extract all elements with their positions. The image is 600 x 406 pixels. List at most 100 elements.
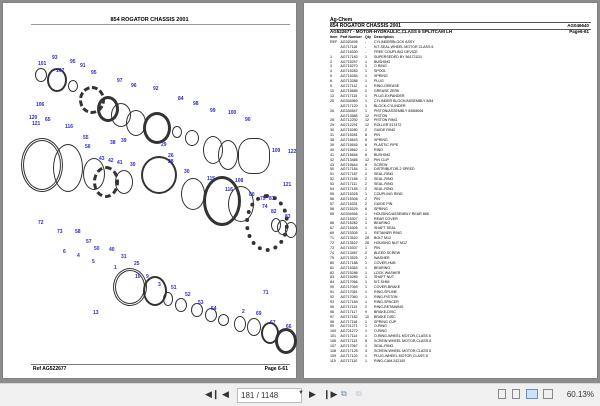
cell-part-number: AG717118 [340,319,358,324]
footer-reference: Ref AG522677 [33,366,67,372]
cell-part-number: AG715307 [340,245,358,250]
two-page-view-icon[interactable] [526,389,538,399]
cell-description: FREE COUPLING DEVICE [373,49,418,54]
next-page-icon[interactable]: ▶ [309,389,316,399]
cell-qty: 1 [364,334,367,339]
prev-page-icon[interactable]: ◀ [222,389,229,399]
cell-qty: 1 [364,211,367,216]
callout-label: 71 [263,290,269,296]
part-seal [175,298,187,312]
cell-part-number: AG715306 [340,226,358,231]
cell-part-number: AG717185 [340,187,358,192]
cell-description: PISTON [373,113,388,118]
cell-part-number: AG715329 [340,206,358,211]
cell-item: 67 [330,226,334,231]
cell-description: RING-SPLINE [373,290,397,295]
cell-qty: - [364,39,367,44]
first-page-icon[interactable]: ◀❙ [205,389,220,399]
callout-label: 107 [56,68,65,74]
callout-label: 99 [210,108,216,114]
copy-icon[interactable]: ⧉ [341,389,347,398]
cell-qty: 1 [364,319,367,324]
cell-item: 75 [330,255,334,260]
cell-description: BRAKE DISC [373,314,396,319]
cell-description: BUSHING [373,152,391,157]
cell-item: 93 [330,299,334,304]
cell-item: 107 [330,344,336,349]
cell-description: SEAL-RING [373,344,394,349]
page-number-input[interactable]: 181 / 1148 [237,388,302,403]
single-page-view-icon[interactable] [498,389,506,399]
cell-item: 95 [330,304,334,309]
assembly-subtitle: AG522677 - MOTOR-HYDRAULIC,CLASS 6 SPLIT… [330,29,453,34]
callout-label: 54 [211,306,217,312]
cell-description: RING-CAM,242100 [373,358,406,363]
last-page-icon[interactable]: ❙▶ [323,389,338,399]
page-title: 854 ROGATOR CHASSIS 2001 [330,23,401,29]
cell-qty: 12 [364,113,369,118]
cell-part-number: AG715282 [340,221,358,226]
cell-part-number: AG715289 [340,275,358,280]
cell-qty: 12 [364,123,369,128]
callout-label: 6 [63,249,66,255]
cell-part-number: AG717066 [340,280,358,285]
cell-qty: 1 [364,280,367,285]
callout-label: 4 [77,253,80,259]
callout-label: 116 [225,187,234,193]
cell-item: 66 [330,221,334,226]
cell-item: 109 [330,353,336,358]
zoom-level[interactable]: 60.13% [566,390,594,399]
cell-qty: 10 [364,314,369,319]
cell-part-number: AG717069 [340,285,358,290]
cell-item: 73 [330,245,334,250]
two-page-continuous-view-icon[interactable] [543,389,553,399]
cell-description: REAR COVER [373,216,398,221]
callout-label: 31 [121,254,127,260]
cell-description: PLUG-EXPANDER [373,93,405,98]
cell-part-number: AG717111 [340,182,358,187]
cell-description: PLASTIC PIPE [373,142,399,147]
continuous-view-icon[interactable] [512,389,520,399]
cell-part-number: AG713585 [340,113,358,118]
cell-item: 81 [330,265,334,270]
cell-item: 28 [330,118,334,123]
cell-part-number: AG713485 [340,157,358,162]
part-cylinder-block [141,156,177,194]
cell-item: REF [330,39,338,44]
paste-icon[interactable]: ⧉ [356,389,362,398]
cell-description: BEARING [373,265,391,270]
cell-item: 13 [330,93,334,98]
parts-table-header: Item Part Number Qty Description [330,35,436,40]
cell-part-number: AG715306 [340,196,358,201]
cell-description: CYLINDER BLOCK/ASSEMBLY 8/84 [373,98,434,103]
cell-description: SHAFT NUT [373,275,395,280]
callout-label: 121 [283,182,292,188]
chevron-down-icon[interactable]: ▼ [298,390,304,396]
cell-item: 40 [330,147,334,152]
callout-label: 56 [85,144,91,150]
cell-item: 96 [330,309,334,314]
cell-description: RETAINER RING [373,231,402,236]
cell-qty: 1 [364,59,367,64]
subheader-divider [330,29,591,30]
callout-label: 81 [269,196,275,202]
cell-description: O-RING-WHEEL MOTOR,CLASS 6 [373,334,431,339]
page-header-title: 854 ROGATOR CHASSIS 2001 [110,17,189,23]
cell-part-number: AG717184 [340,167,358,172]
cell-qty: 2 [364,187,367,192]
cell-qty: 1 [364,275,367,280]
cell-qty: 1 [364,98,367,103]
left-page: 854 ROGATOR CHASSIS 2001 [3,3,297,378]
cell-qty: 1 [364,84,367,89]
